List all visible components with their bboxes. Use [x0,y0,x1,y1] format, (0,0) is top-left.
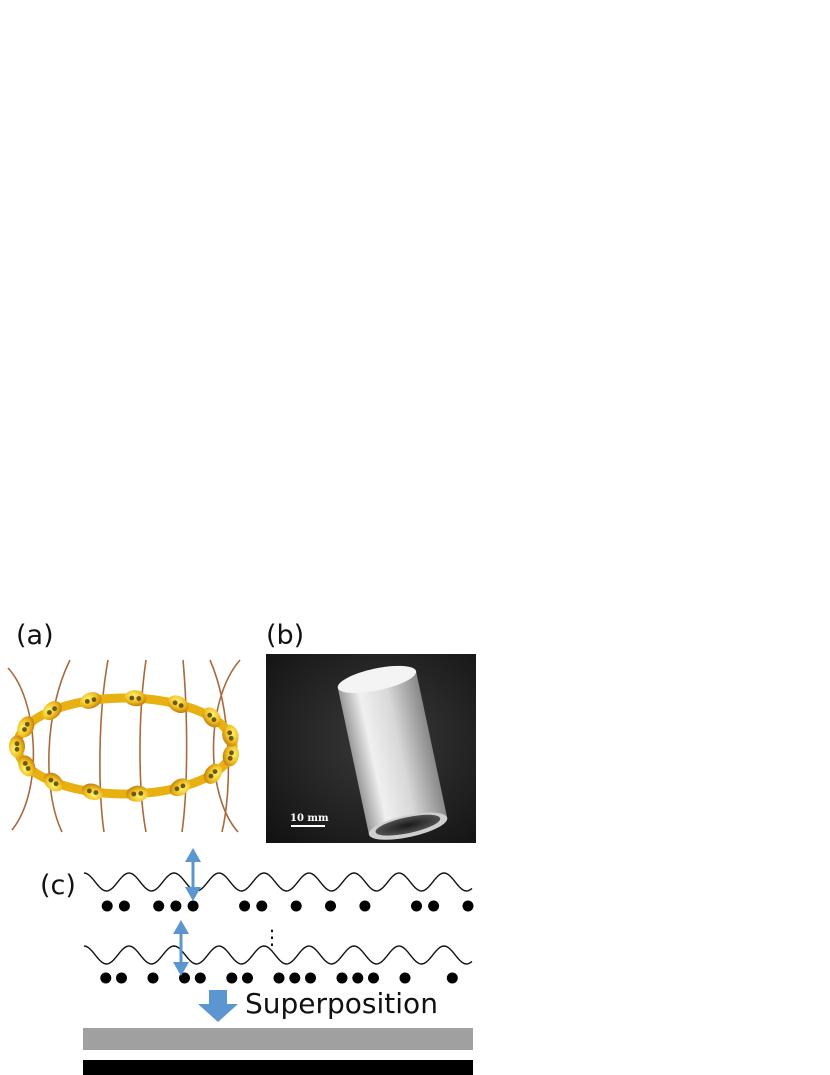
ring-bead [43,772,64,792]
particle-dot [242,972,253,984]
ring-bead-particle [86,788,92,794]
particle-dot [368,972,379,984]
particle-dot [147,972,159,984]
particle-dot [325,900,336,912]
ring-bead-particle [14,746,20,752]
ring-bead [18,755,36,777]
ring-bead-particle [207,712,213,718]
dot-row-top [101,900,474,912]
ring-bead-particle [229,750,234,756]
ring-bead-particle [91,697,97,702]
panel-c-label: (c) [40,870,76,901]
particle-dot [305,972,316,984]
particle-dot [187,900,199,912]
particle-dot [239,900,251,912]
particle-dot [352,972,364,984]
particle-dot [273,972,285,984]
field-lines [7,659,241,833]
particle-dot [179,972,190,984]
ring-bead [203,763,223,784]
ring-bead [124,690,147,707]
superposition-label: Superposition [245,987,438,1020]
ring-bead-particle [47,710,52,715]
particle-dot [153,900,165,912]
ring-bead-particle [228,735,234,741]
ring-bead-particle [227,730,233,736]
ring-bead-particle [53,781,59,787]
ring-bead [167,695,189,714]
particle-dot [359,900,371,912]
ring-bead [169,778,191,797]
ring-bead-particle [212,769,218,774]
ring-bead [81,783,104,801]
particle-dot [194,972,206,984]
particle-dot [462,900,474,912]
ring-bead-particle [25,766,31,771]
panel-a-label: (a) [16,620,54,651]
ring-bead-particle [174,786,180,792]
gray-bar [83,1028,473,1050]
ring-bead-particle [48,777,54,783]
ring-bead-particle [172,700,178,706]
double-arrow-top [185,848,201,901]
particle-dot [116,972,127,984]
ring-bead-particle [22,727,27,732]
particle-dot [170,900,182,912]
ring-bead-particle [180,783,186,789]
particle-dot [100,972,112,984]
ring-bead [42,701,62,721]
ring-bead [126,785,149,802]
ring-bead-particle [52,706,57,712]
ring-bead-particle [14,741,20,747]
wave-top [83,872,473,892]
beaded-ring [8,690,239,802]
superposition-arrow [198,990,238,1022]
scale-bar-label: 10 mm [290,813,329,824]
panel-c-illustration: ⋮ [83,848,474,1075]
panel-b-label: (b) [266,620,305,651]
panel-b-sem-image: 10 mm [266,654,476,843]
particle-dot [290,900,302,912]
ring-bead-particle [211,717,217,723]
ring-bead-particle [84,699,90,704]
wave-bottom [83,945,473,965]
double-arrow-bottom [173,920,189,976]
ring-bead-particle [138,791,144,796]
ring-bead-particle [129,695,135,701]
ring-bead-particle [22,761,28,766]
panel-a-illustration [7,659,241,833]
ring-bead [17,716,35,738]
particle-dot [446,972,458,984]
particle-dot [256,900,268,912]
ring-bead-particle [227,755,233,761]
ring-bead-particle [131,791,137,797]
ring-bead [222,744,239,767]
ring-bead-particle [178,703,184,708]
ring-bead-particle [93,790,99,795]
ring-bead-particle [208,773,214,779]
nanotube [337,665,448,840]
particle-dot [399,972,411,984]
particle-dot [411,900,422,912]
particle-dot [289,972,301,984]
particle-dot [101,900,113,912]
ring-bead [79,692,102,709]
ellipsis-marker: ⋮ [262,925,282,949]
ring-bead [222,724,239,747]
particle-dot [226,972,238,984]
ring-bead [202,707,221,728]
ring-bead-particle [136,696,142,701]
dot-row-bottom [100,972,458,984]
particle-dot [428,900,440,912]
ring-bead [8,735,26,758]
ring-bead-particle [24,721,30,727]
black-bar [83,1060,473,1075]
particle-dot [336,972,348,984]
particle-dot [118,900,130,912]
